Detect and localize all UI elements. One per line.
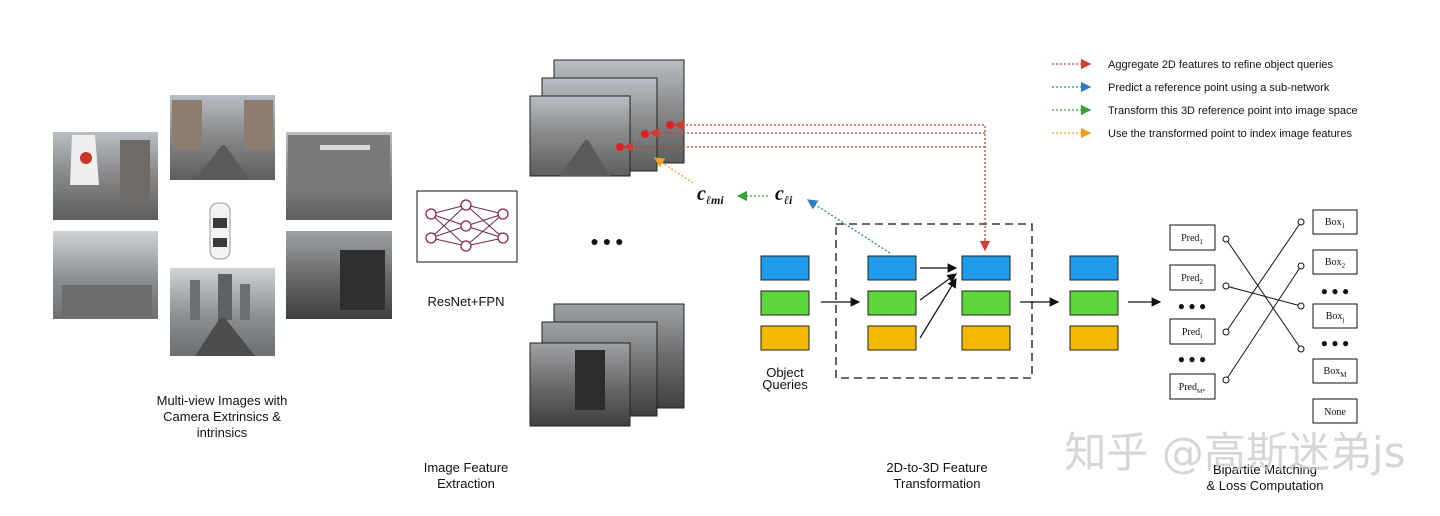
legend-item-transform: Transform this 3D reference point into i… xyxy=(1052,104,1358,117)
svg-text:& Loss Computation: & Loss Computation xyxy=(1206,478,1323,493)
gt-box-2: Box2 xyxy=(1312,249,1358,275)
matching-lines xyxy=(1225,221,1302,381)
svg-text:Image Feature: Image Feature xyxy=(424,460,509,475)
symbol-c-lmi: cℓmi xyxy=(697,183,724,207)
object-queries-label-line1: Object xyxy=(766,365,804,380)
aggregate-arrow-1 xyxy=(673,119,986,248)
gt-box-m: BoxM xyxy=(1312,358,1358,384)
backbone-label: ResNet+FPN xyxy=(428,294,505,309)
svg-text:Pred1: Pred1 xyxy=(1181,233,1203,246)
svg-text:2D-to-3D Feature: 2D-to-3D Feature xyxy=(886,460,987,475)
ground-truth-boxes: Box1 Box2 Boxj BoxM None ● ● ● ● ● ● xyxy=(1312,209,1358,424)
svg-text:Bipartite Matching: Bipartite Matching xyxy=(1213,462,1317,477)
pred-ellipsis-2: ● ● ● xyxy=(1178,352,1206,366)
watermark: 知乎 @高斯迷弟js xyxy=(1065,428,1406,477)
svg-text:Predi: Predi xyxy=(1182,327,1202,340)
reference-point-arrow xyxy=(806,199,891,254)
svg-text:Aggregate 2D features to refin: Aggregate 2D features to refine object q… xyxy=(1108,59,1334,71)
object-queries xyxy=(760,255,810,351)
query-box-orange xyxy=(760,325,810,351)
legend: Aggregate 2D features to refine object q… xyxy=(1052,58,1358,140)
camera-image-front xyxy=(170,95,275,180)
matching-nodes xyxy=(1222,218,1305,384)
svg-text:Transform this 3D reference po: Transform this 3D reference point into i… xyxy=(1108,105,1358,117)
legend-item-predict: Predict a reference point using a sub-ne… xyxy=(1052,81,1330,94)
svg-text:Multi-view Images with: Multi-view Images with xyxy=(157,393,288,408)
caption-matching: Bipartite Matching & Loss Computation xyxy=(1206,462,1323,493)
gt-ellipsis-1: ● ● ● xyxy=(1321,284,1349,298)
camera-image-front-right xyxy=(286,132,392,220)
svg-text:Box2: Box2 xyxy=(1325,257,1346,270)
object-queries-label-line2: Queries xyxy=(762,377,808,392)
gt-box-none: None xyxy=(1312,398,1358,424)
index-feature-arrow xyxy=(653,157,694,184)
gt-ellipsis-2: ● ● ● xyxy=(1321,336,1349,350)
transformation-block xyxy=(835,223,1033,379)
pred-box-1: Pred1 xyxy=(1169,224,1216,251)
gt-box-1: Box1 xyxy=(1312,209,1358,235)
feature-maps-ellipsis: ● ● ● xyxy=(590,233,623,249)
ego-car-icon xyxy=(209,202,231,260)
refinement-arrows xyxy=(919,263,958,339)
multiview-images xyxy=(53,95,392,356)
transformation-output-queries xyxy=(961,255,1011,351)
svg-text:None: None xyxy=(1324,407,1346,418)
svg-text:Predict a reference point usin: Predict a reference point using a sub-ne… xyxy=(1108,82,1330,94)
query-box-blue xyxy=(760,255,810,281)
svg-text:Camera Extrinsics &: Camera Extrinsics & xyxy=(163,409,281,424)
svg-text:Boxj: Boxj xyxy=(1326,311,1345,324)
legend-item-index: Use the transformed point to index image… xyxy=(1052,127,1352,140)
svg-text:PredM*: PredM* xyxy=(1179,382,1206,395)
feature-map-stack-top xyxy=(529,59,685,177)
camera-image-back-right xyxy=(286,231,392,319)
svg-text:BoxM: BoxM xyxy=(1324,366,1348,379)
svg-text:Transformation: Transformation xyxy=(894,476,981,491)
svg-text:Box1: Box1 xyxy=(1325,217,1346,230)
camera-image-front-left xyxy=(53,132,158,220)
dotted-flow-arrows xyxy=(622,119,991,254)
transformation-input-queries xyxy=(867,255,917,351)
gt-box-j: Boxj xyxy=(1312,303,1358,329)
svg-text:Extraction: Extraction xyxy=(437,476,495,491)
pred-box-m: PredM* xyxy=(1169,373,1216,400)
caption-multiview: Multi-view Images with Camera Extrinsics… xyxy=(157,393,288,440)
refined-queries xyxy=(1069,255,1119,351)
svg-text:Use the transformed point to i: Use the transformed point to index image… xyxy=(1108,128,1352,140)
camera-image-back xyxy=(170,268,275,356)
prediction-boxes: Pred1 Pred2 Predi PredM* ● ● ● ● ● ● xyxy=(1169,224,1216,400)
symbol-c-li: cℓi xyxy=(775,183,793,207)
feature-map-stack-bottom xyxy=(529,303,685,427)
svg-text:intrinsics: intrinsics xyxy=(197,425,248,440)
caption-transformation: 2D-to-3D Feature Transformation xyxy=(886,460,987,491)
camera-image-back-left xyxy=(53,231,158,319)
pred-ellipsis-1: ● ● ● xyxy=(1178,299,1206,313)
caption-extraction: Image Feature Extraction xyxy=(424,460,509,491)
pred-box-i: Predi xyxy=(1169,318,1216,345)
legend-item-aggregate: Aggregate 2D features to refine object q… xyxy=(1052,58,1334,71)
query-box-green xyxy=(760,290,810,316)
pred-box-2: Pred2 xyxy=(1169,264,1216,291)
backbone-network-icon xyxy=(416,190,518,263)
svg-text:Pred2: Pred2 xyxy=(1181,273,1203,286)
